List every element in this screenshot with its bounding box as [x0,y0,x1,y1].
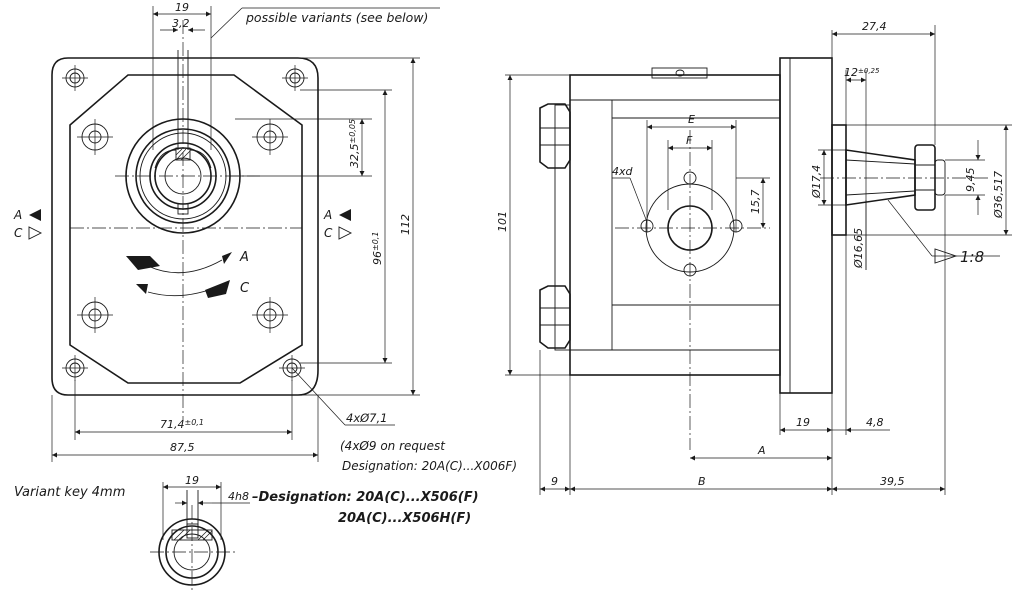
shaft-nut [914,144,946,211]
dim-27-4: 27,4 [862,20,887,33]
variant-key-view: Variant key 4mm 19 4h8 –Designation: 20A… [14,474,479,592]
drive-shaft-front [125,50,241,234]
dim-4xd: 4xd [612,165,634,178]
bolt-head-bottom [539,285,571,349]
mounting-flange-side [779,57,833,394]
dim-39-5: 39,5 [880,475,905,488]
dim-9: 9 [551,475,558,488]
dim-4h8: 4h8 [228,490,249,503]
dim-19-variant: 19 [185,474,199,487]
dim-36-517: Ø36,517 [992,171,1005,219]
dim-f: F [686,134,693,147]
variant-designation-1: –Designation: 20A(C)...X506(F) [252,490,479,505]
variant-key-title: Variant key 4mm [14,485,125,500]
left-marker-c-label: C [14,226,23,240]
dim-19-side: 19 [796,416,810,429]
possible-variants-note: possible variants (see below) [245,10,428,25]
variant-designation-2: 20A(C)...X506H(F) [338,511,471,526]
hollow-triangle-right-icon [28,226,43,240]
dim-e: E [688,113,695,126]
taper-triangle-icon [934,248,958,264]
holes-on-request-note: (4xØ9 on request [340,439,446,453]
front-view: A C A C A C 19 3,2 possible variants (se… [13,1,517,473]
dim-hole-count: 4xØ7,1 [346,411,387,425]
dim-16-65: Ø16,65 [852,228,865,269]
hollow-triangle-right-icon [338,226,353,240]
left-rotation-markers: A C [13,208,43,240]
rotation-arrow-a-label: A [239,250,249,265]
dim-b: B [698,475,706,488]
right-rotation-markers: A C [323,208,353,240]
dim-4-8: 4,8 [866,416,884,429]
dim-32-5: 32,5±0,05 [348,119,361,168]
dim-112: 112 [399,214,412,235]
dim-15-7: 15,7 [749,190,762,215]
bolt-head-top [539,103,571,169]
dim-17-4: Ø17,4 [810,165,823,199]
filled-triangle-left-icon [339,209,351,221]
side-view: E F 4xd 15,7 101 Ø17,4 Ø16,65 9,45 [496,20,1012,495]
dim-19-top: 19 [175,1,189,14]
holes-designation-note: Designation: 20A(C)...X006F) [342,459,517,473]
dim-71-4: 71,4±0,1 [160,418,204,431]
right-marker-c-label: C [324,226,333,240]
filled-triangle-left-icon [29,209,41,221]
dim-9-45: 9,45 [964,168,977,193]
port-pattern: E F 4xd 15,7 [612,113,770,450]
dim-87-5: 87,5 [170,441,195,454]
dim-96: 96±0,1 [371,232,384,265]
body-bolt-holes [77,119,288,333]
dim-3-2: 3,2 [172,17,190,30]
dim-101: 101 [496,211,509,232]
pump-body-side [569,74,781,376]
rotation-arrows: A C [126,250,250,298]
dim-taper: 1:8 [960,248,984,266]
right-marker-a-label: A [323,208,332,222]
dim-a: A [757,444,766,457]
rotation-arrow-c-label: C [240,281,250,296]
left-marker-a-label: A [13,208,22,222]
corner-mounting-holes [62,65,308,381]
dim-12: 12±0,25 [844,66,880,79]
flange-plate-outline [51,57,319,396]
pump-body-outline [69,74,303,384]
